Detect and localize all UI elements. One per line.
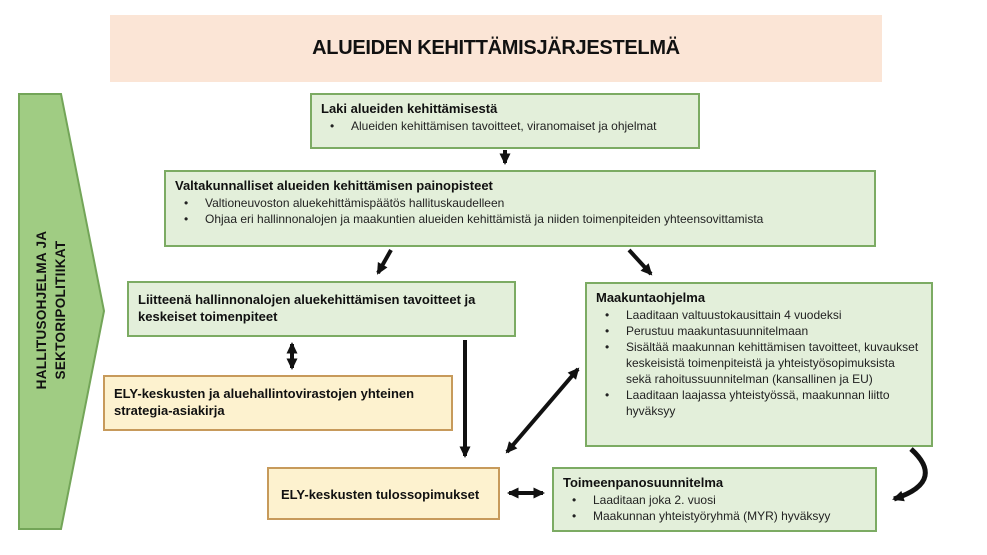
box-maakuntaohjelma-bullet: Perustuu maakuntasuunnitelmaan [596, 323, 923, 339]
arrow-valtakunnalliset-to-maakuntaohjelma [627, 248, 653, 276]
arrow-maakuntaohjelma-to-toimeenpano-curved [892, 447, 928, 502]
box-maakuntaohjelma-bullet: Sisältää maakunnan kehittämisen tavoitte… [596, 339, 923, 387]
side-arrow-polygon [18, 93, 106, 530]
box-ely-strategia: ELY-keskusten ja aluehallintovirastojen … [103, 375, 453, 431]
box-tulossopimukset: ELY-keskusten tulossopimukset [267, 467, 500, 520]
box-valtakunnalliset: Valtakunnalliset alueiden kehittämisen p… [164, 170, 876, 247]
side-arrow-shape [18, 93, 106, 530]
box-valtakunnalliset-bullet: Ohjaa eri hallinnonalojen ja maakuntien … [175, 211, 866, 227]
box-liitteena-title: Liitteenä hallinnonalojen aluekehittämis… [138, 292, 476, 324]
box-maakuntaohjelma-bullet: Laaditaan valtuustokausittain 4 vuodeksi [596, 307, 923, 323]
box-toimeenpanosuunnitelma-title: Toimeenpanosuunnitelma [563, 475, 724, 490]
box-laki-bullet: Alueiden kehittämisen tavoitteet, virano… [321, 118, 690, 134]
box-laki: Laki alueiden kehittämisestä Alueiden ke… [310, 93, 700, 149]
box-liitteena: Liitteenä hallinnonalojen aluekehittämis… [127, 281, 516, 337]
side-arrow-label-line1: HALLITUSOHJELMA JA [34, 230, 49, 390]
box-maakuntaohjelma-title: Maakuntaohjelma [596, 290, 706, 305]
box-laki-title: Laki alueiden kehittämisestä [321, 101, 498, 116]
box-valtakunnalliset-title: Valtakunnalliset alueiden kehittämisen p… [175, 178, 493, 193]
box-ely-strategia-title: ELY-keskusten ja aluehallintovirastojen … [114, 386, 415, 418]
box-toimeenpanosuunnitelma: Toimeenpanosuunnitelma Laaditaan joka 2.… [552, 467, 877, 532]
arrow-maakuntaohjelma-tulossopimukset-double [505, 367, 580, 454]
box-maakuntaohjelma: Maakuntaohjelma Laaditaan valtuustokausi… [585, 282, 933, 447]
box-tulossopimukset-title: ELY-keskusten tulossopimukset [281, 486, 480, 502]
box-toimeenpanosuunnitelma-bullet: Maakunnan yhteistyöryhmä (MYR) hyväksyy [563, 508, 867, 524]
box-valtakunnalliset-bullet: Valtioneuvoston aluekehittämispäätös hal… [175, 195, 866, 211]
box-maakuntaohjelma-bullet: Laaditaan laajassa yhteistyössä, maakunn… [596, 387, 923, 419]
side-arrow-label-line2: SEKTORIPOLITIIKAT [53, 240, 68, 380]
page-title: ALUEIDEN KEHITTÄMISJÄRJESTELMÄ [312, 37, 680, 59]
side-arrow-label: HALLITUSOHJELMA JA SEKTORIPOLITIIKAT [32, 140, 72, 480]
box-toimeenpanosuunnitelma-bullet: Laaditaan joka 2. vuosi [563, 492, 867, 508]
title-banner: ALUEIDEN KEHITTÄMISJÄRJESTELMÄ [110, 15, 882, 82]
arrow-valtakunnalliset-to-liitteena [376, 249, 393, 275]
